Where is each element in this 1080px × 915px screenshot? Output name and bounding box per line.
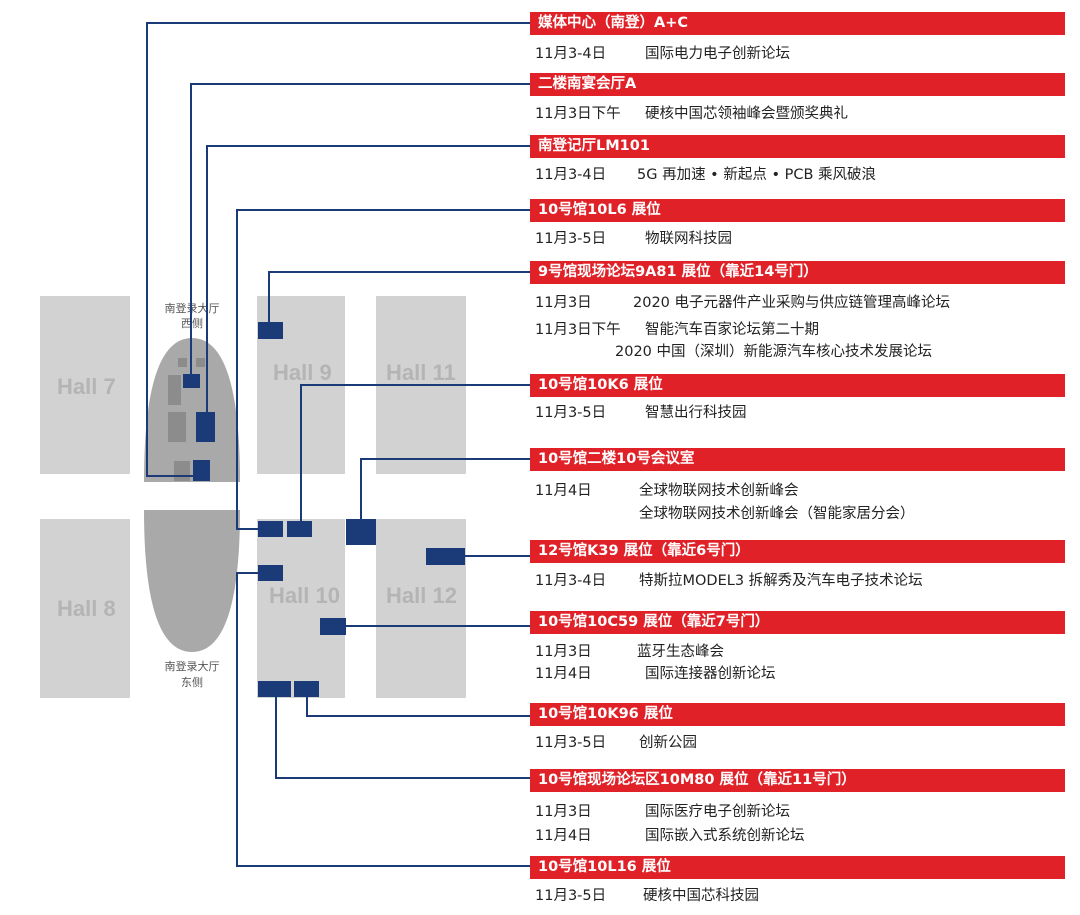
event-row: 11月3-5日 硬核中国芯科技园 [535, 886, 759, 906]
booth-marker-10l16 [258, 565, 283, 581]
venue-header-banquet-a[interactable]: 二楼南宴会厅A [530, 73, 1065, 96]
hall-12[interactable] [376, 519, 466, 698]
event-name: 5G 再加速 • 新起点 • PCB 乘风破浪 [637, 167, 877, 183]
event-date: 11月3日 [535, 644, 592, 660]
event-date: 11月3-4日 [535, 573, 607, 589]
hall-10[interactable] [257, 519, 345, 698]
venue-header-10l6[interactable]: 10号馆10L6 展位 [530, 199, 1065, 222]
booth-marker-10l6 [258, 521, 283, 537]
event-row: 11月3日 蓝牙生态峰会 [535, 642, 724, 662]
lobby-east-label-2: 东侧 [181, 676, 203, 689]
event-row: 11月4日 国际连接器创新论坛 [535, 664, 776, 684]
connector-lines [146, 22, 530, 867]
event-date: 11月4日 [535, 483, 592, 499]
south-lobby-west[interactable] [144, 338, 240, 482]
event-date: 11月3-5日 [535, 231, 607, 247]
event-name: 特斯拉MODEL3 拆解秀及汽车电子技术论坛 [639, 573, 923, 589]
venue-header-10c59[interactable]: 10号馆10C59 展位（靠近7号门） [530, 611, 1065, 634]
event-name: 2020 中国（深圳）新能源汽车核心技术发展论坛 [615, 344, 933, 360]
event-row: 11月3-5日 物联网科技园 [535, 229, 732, 249]
venue-header-media-center[interactable]: 媒体中心（南登）A+C [530, 12, 1065, 35]
venue-header-lm101[interactable]: 南登记厅LM101 [530, 135, 1065, 158]
booth-marker-10c59 [320, 618, 346, 635]
event-name: 国际电力电子创新论坛 [645, 46, 790, 62]
hall-9-label: Hall 9 [273, 360, 332, 385]
booth-marker-10m80 [258, 681, 291, 697]
event-name: 蓝牙生态峰会 [637, 644, 724, 660]
event-row: 11月3日 国际医疗电子创新论坛 [535, 802, 790, 822]
booth-marker-media-center [193, 460, 210, 481]
booth-marker-10k6 [287, 521, 312, 537]
hall-7-label: Hall 7 [57, 374, 116, 399]
event-row: 11月4日 全球物联网技术创新峰会 [535, 481, 799, 501]
event-name: 硬核中国芯领袖峰会暨颁奖典礼 [645, 106, 848, 122]
booth-marker-9a81 [258, 322, 283, 339]
venue-header-10m80[interactable]: 10号馆现场论坛区10M80 展位（靠近11号门） [530, 769, 1065, 792]
event-row: 11月3日下午 硬核中国芯领袖峰会暨颁奖典礼 [535, 104, 848, 124]
event-date: 11月3-4日 [535, 46, 607, 62]
event-name: 国际嵌入式系统创新论坛 [645, 828, 805, 844]
event-row: 全球物联网技术创新峰会（智能家居分会） [639, 504, 915, 524]
event-row: 11月3-5日 创新公园 [535, 733, 697, 753]
venue-header-9a81[interactable]: 9号馆现场论坛9A81 展位（靠近14号门） [530, 261, 1065, 284]
hall-8-label: Hall 8 [57, 596, 116, 621]
south-lobby-east[interactable] [144, 510, 240, 652]
event-row: 11月4日 国际嵌入式系统创新论坛 [535, 826, 805, 846]
event-name: 硬核中国芯科技园 [643, 888, 759, 904]
event-name: 智能汽车百家论坛第二十期 [645, 322, 819, 338]
hall-8[interactable] [40, 519, 130, 698]
event-name: 全球物联网技术创新峰会（智能家居分会） [639, 506, 915, 522]
venue-header-10l16[interactable]: 10号馆10L16 展位 [530, 856, 1065, 879]
event-row: 11月3-5日 智慧出行科技园 [535, 403, 747, 423]
event-date: 11月3日 [535, 804, 592, 820]
event-date: 11月3日下午 [535, 322, 621, 338]
event-row: 11月3-4日 特斯拉MODEL3 拆解秀及汽车电子技术论坛 [535, 571, 923, 591]
event-name: 智慧出行科技园 [645, 405, 747, 421]
booth-marker-k39 [426, 548, 465, 565]
event-row: 2020 中国（深圳）新能源汽车核心技术发展论坛 [615, 342, 932, 362]
event-name: 物联网科技园 [645, 231, 732, 247]
booth-marker-banquet-a [183, 374, 200, 388]
event-row: 11月3日 2020 电子元器件产业采购与供应链管理高峰论坛 [535, 293, 950, 313]
event-date: 11月3-5日 [535, 888, 607, 904]
venue-header-meeting-room-10[interactable]: 10号馆二楼10号会议室 [530, 448, 1065, 471]
event-name: 全球物联网技术创新峰会 [639, 483, 799, 499]
event-name: 国际医疗电子创新论坛 [645, 804, 790, 820]
event-row: 11月3-4日 国际电力电子创新论坛 [535, 44, 790, 64]
hall-12-label: Hall 12 [386, 583, 457, 608]
event-name: 创新公园 [639, 735, 697, 751]
event-date: 11月4日 [535, 666, 592, 682]
event-date: 11月3日 [535, 295, 592, 311]
venue-header-k39[interactable]: 12号馆K39 展位（靠近6号门） [530, 540, 1065, 563]
hall-10-label: Hall 10 [269, 583, 340, 608]
booth-marker-meeting-room-10 [346, 519, 376, 545]
event-date: 11月3日下午 [535, 106, 621, 122]
booth-marker-10k96 [294, 681, 319, 697]
hall-11-label: Hall 11 [386, 360, 456, 385]
event-date: 11月3-5日 [535, 735, 607, 751]
event-row: 11月3日下午 智能汽车百家论坛第二十期 [535, 320, 819, 340]
lobby-east-label-1: 南登录大厅 [165, 659, 220, 673]
event-date: 11月3-4日 [535, 167, 607, 183]
booth-markers [183, 322, 465, 697]
event-row: 11月3-4日 5G 再加速 • 新起点 • PCB 乘风破浪 [535, 165, 876, 185]
event-date: 11月4日 [535, 828, 592, 844]
event-name: 2020 电子元器件产业采购与供应链管理高峰论坛 [633, 295, 951, 311]
booth-marker-lm101 [196, 412, 215, 442]
venue-header-10k96[interactable]: 10号馆10K96 展位 [530, 703, 1065, 726]
hall-7[interactable] [40, 296, 130, 474]
event-date: 11月3-5日 [535, 405, 607, 421]
venue-header-10k6[interactable]: 10号馆10K6 展位 [530, 374, 1065, 397]
event-name: 国际连接器创新论坛 [645, 666, 776, 682]
